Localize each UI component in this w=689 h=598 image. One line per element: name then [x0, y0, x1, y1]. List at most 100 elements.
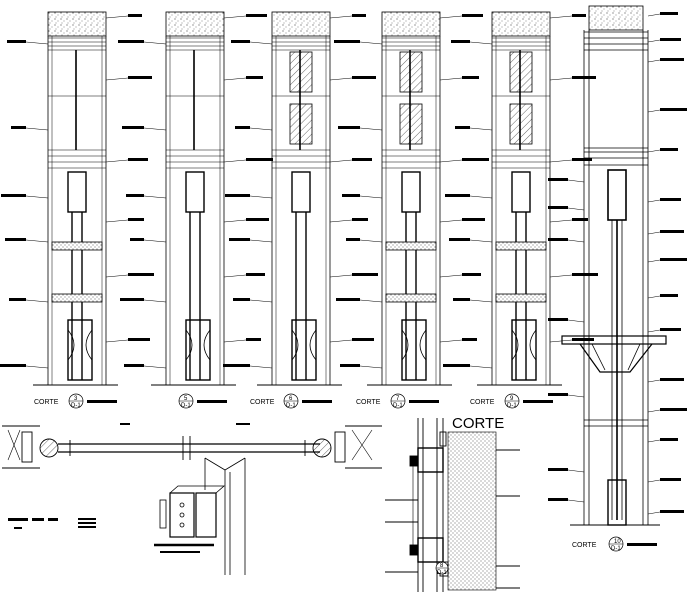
leader-label	[105, 273, 154, 278]
legend-bars	[8, 518, 96, 529]
leader-label	[548, 318, 585, 323]
leader-label	[647, 378, 684, 383]
caption-tag-bottom: D-1	[181, 403, 191, 409]
leader-label	[647, 294, 678, 299]
leader-label	[549, 218, 588, 223]
leader-label	[453, 298, 493, 303]
caption-text: CORTE	[356, 399, 381, 406]
section-caption-s5: 5D-1	[178, 393, 227, 409]
leader-label	[451, 40, 493, 45]
caption-tag-bottom: D-1	[507, 403, 517, 409]
leader-label	[223, 14, 267, 19]
section-10-column	[561, 5, 667, 526]
leader-label	[439, 158, 489, 163]
caption-tag-bottom: D-1	[286, 403, 296, 409]
section-column-5	[477, 11, 562, 386]
leader-label	[329, 76, 376, 81]
section-8-tag-top: 8	[440, 563, 444, 569]
leader-label	[647, 108, 687, 113]
leader-label	[1, 194, 49, 199]
leader-label	[122, 126, 167, 131]
section-column-4	[367, 11, 452, 386]
leader-label	[439, 338, 477, 343]
leader-label	[118, 40, 167, 45]
caption-text: CORTE	[470, 399, 495, 406]
leader-label	[342, 194, 383, 199]
leader-label	[647, 58, 684, 63]
leader-label	[346, 238, 383, 243]
leader-label	[647, 12, 678, 17]
leader-label	[235, 126, 273, 131]
caption-tag-top: 7	[396, 396, 400, 402]
leader-label	[229, 238, 273, 243]
leader-label	[329, 273, 378, 278]
leader-label	[548, 468, 585, 473]
corte-vertical-section	[385, 418, 520, 592]
leader-label	[336, 298, 383, 303]
plan-detail-beam	[2, 423, 382, 469]
section-8-tag-bottom: D-1	[437, 570, 447, 576]
caption-tag-top: 3	[74, 396, 78, 402]
leader-label	[647, 408, 687, 413]
leader-label	[647, 328, 681, 333]
leader-label	[223, 364, 273, 369]
leader-label	[231, 40, 273, 45]
leader-label	[105, 76, 152, 81]
leader-label	[0, 364, 49, 369]
caption-tag-bottom: D-1	[393, 403, 403, 409]
leader-label	[549, 273, 598, 278]
caption-text: CORTE	[34, 399, 59, 406]
leader-label	[329, 158, 372, 163]
leader-label	[548, 238, 585, 243]
caption-text: CORTE	[250, 399, 275, 406]
leader-label	[548, 206, 585, 211]
leader-label	[443, 364, 493, 369]
caption-tag-top: 6	[289, 396, 293, 402]
section-column-1	[33, 11, 118, 386]
leader-label	[105, 218, 144, 223]
leader-label	[7, 40, 49, 45]
leader-label	[124, 364, 167, 369]
leader-label	[647, 478, 681, 483]
leader-label	[225, 194, 273, 199]
leader-label	[223, 273, 265, 278]
caption-tag-top: 5	[184, 396, 188, 402]
corte-title: CORTE	[452, 415, 504, 432]
leader-label	[647, 510, 684, 515]
leader-label	[439, 14, 483, 19]
leader-label	[647, 258, 687, 263]
leader-label	[329, 338, 374, 343]
leader-label	[120, 298, 167, 303]
leader-label	[233, 298, 273, 303]
section-caption-s6: CORTE 6D-1	[250, 393, 332, 409]
leader-label	[647, 148, 678, 153]
leader-label	[549, 76, 596, 81]
caption-text: CORTE	[572, 542, 597, 549]
leader-label	[647, 230, 684, 235]
leader-label	[548, 393, 585, 398]
leader-label	[549, 158, 592, 163]
caption-tag-bottom: D-1	[611, 546, 621, 552]
leader-label	[549, 14, 586, 19]
leader-label	[11, 126, 49, 131]
leader-label	[439, 218, 485, 223]
section-columns	[33, 11, 562, 386]
section-caption-s7: CORTE 7D-1	[356, 393, 439, 409]
leader-label	[647, 198, 681, 203]
leader-label	[329, 218, 368, 223]
leader-label	[130, 238, 167, 243]
leader-label	[439, 273, 481, 278]
leader-label	[340, 364, 383, 369]
leader-label	[329, 14, 366, 19]
section-column-3	[257, 11, 342, 386]
isometric-bracket-detail	[154, 457, 246, 575]
leader-label	[105, 338, 150, 343]
leader-label	[223, 76, 263, 81]
leader-label	[338, 126, 383, 131]
leader-label	[445, 194, 493, 199]
leader-label	[549, 338, 594, 343]
section-8-tag: 8 D-1	[435, 561, 449, 576]
